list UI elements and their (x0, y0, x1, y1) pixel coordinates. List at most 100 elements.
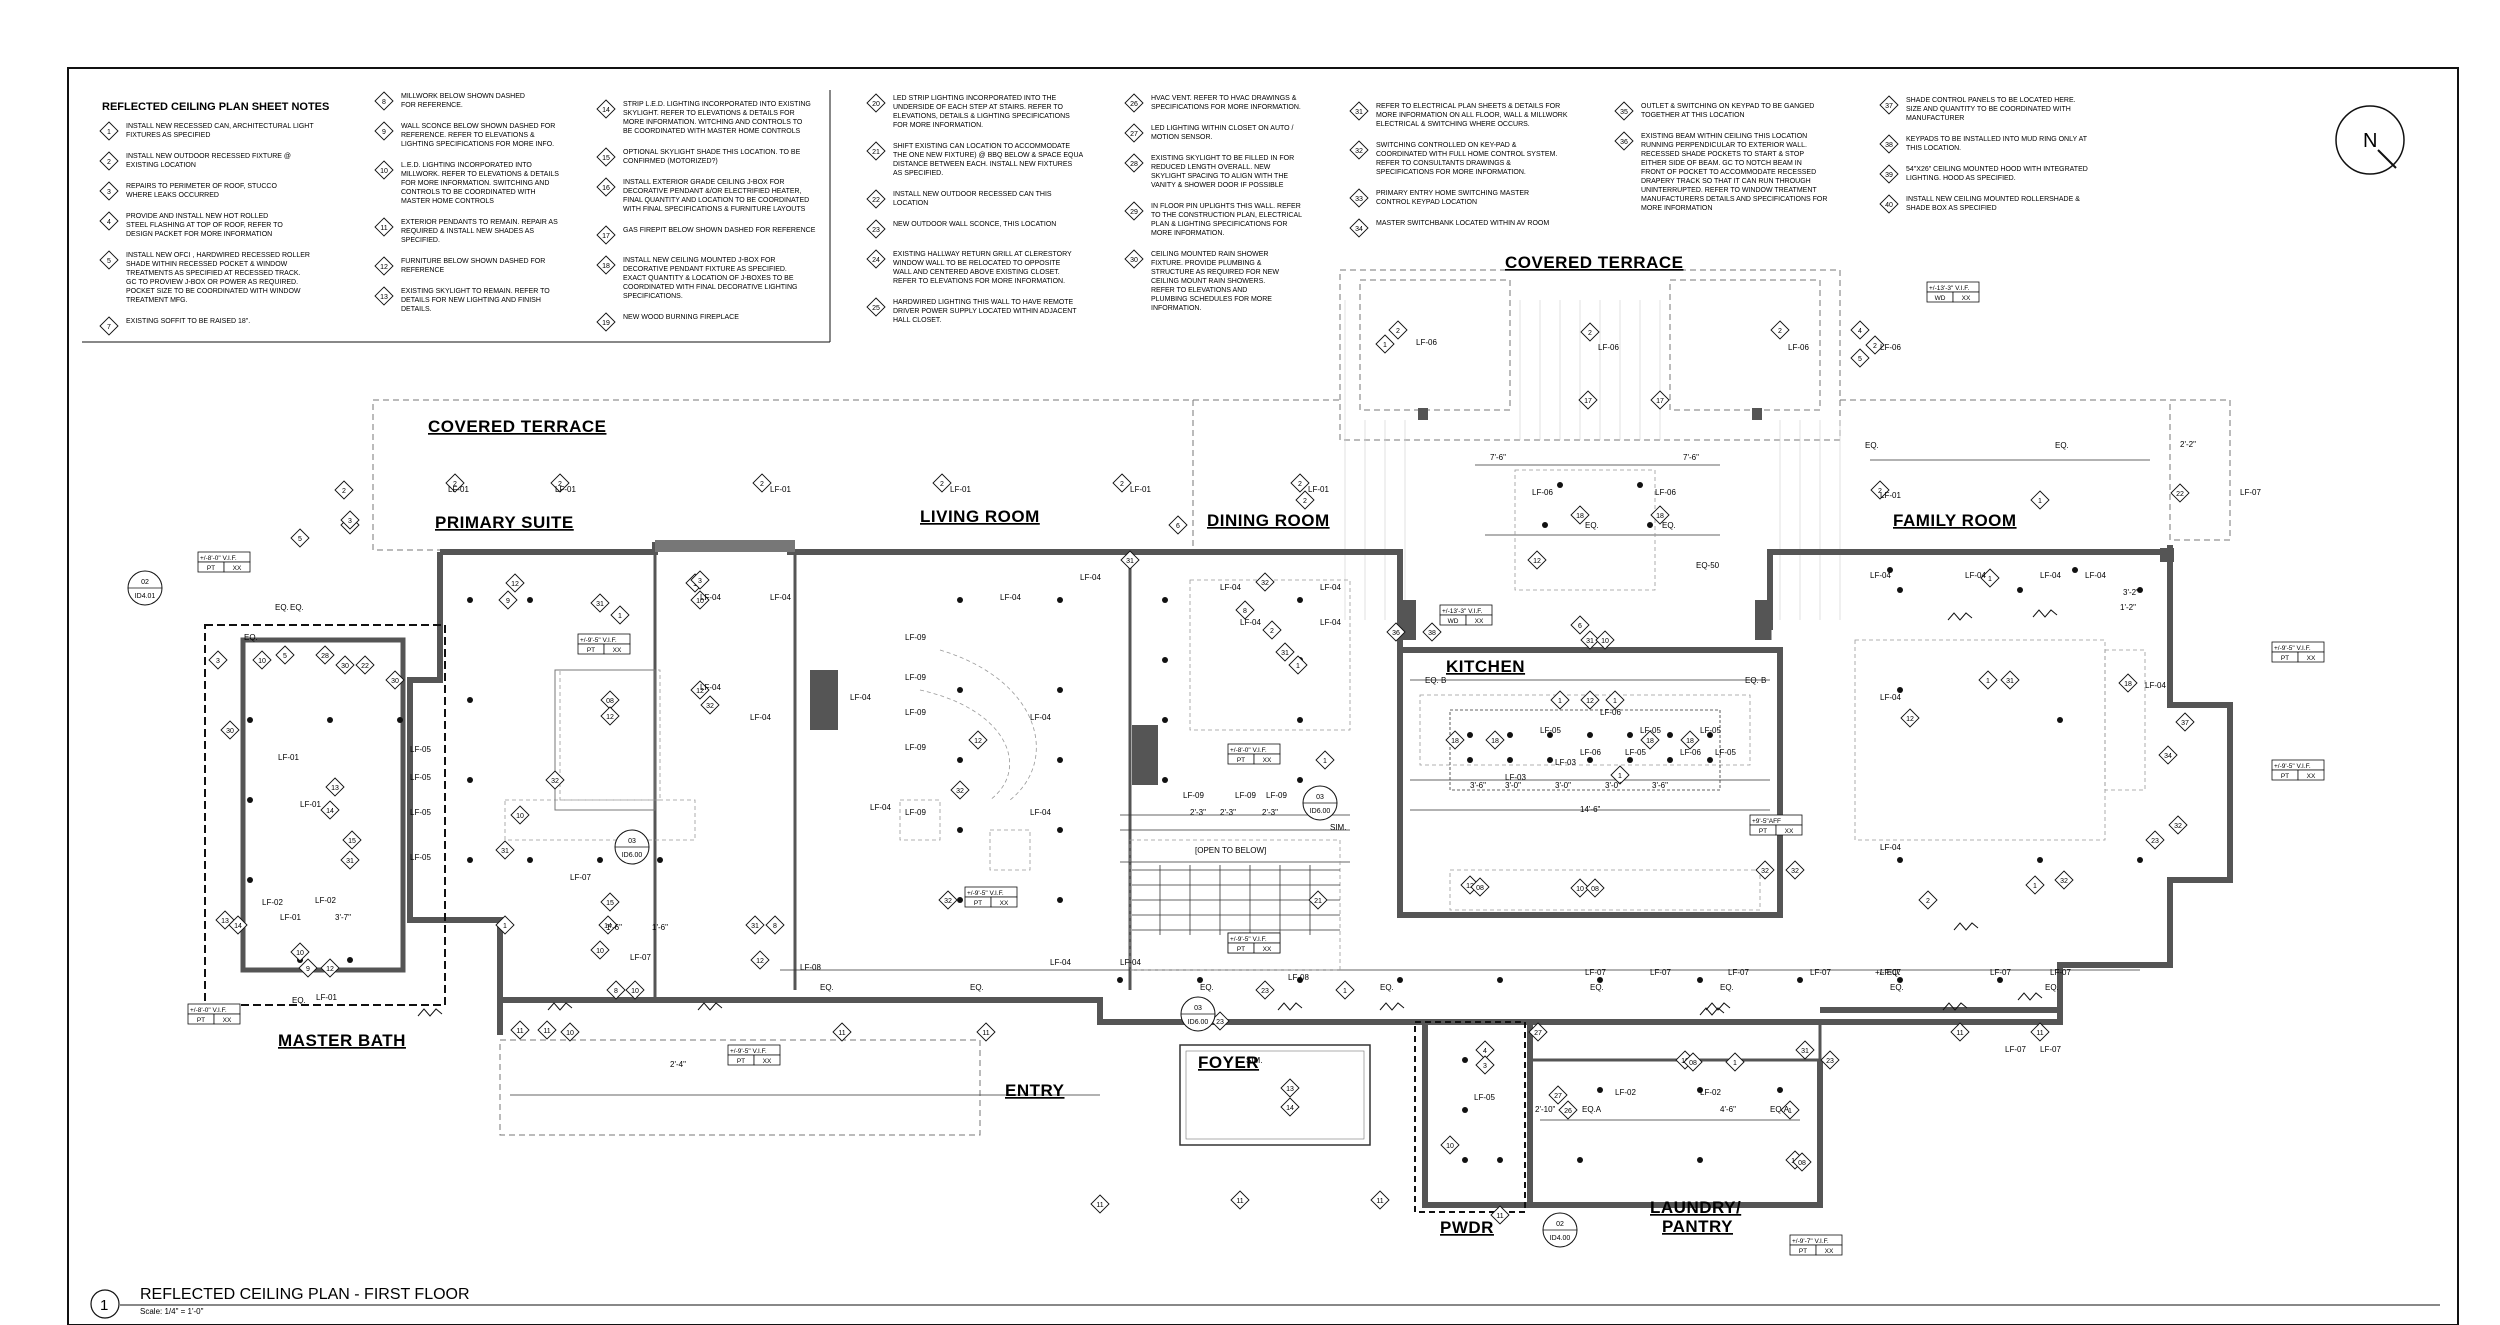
note-text-line: STEEL FLASHING AT TOP OF ROOF, REFER TO (126, 222, 283, 229)
note-text-line: PLAN & LIGHTING SPECIFICATIONS FOR (1151, 221, 1287, 228)
note-text-line: MASTER SWITCHBANK LOCATED WITHIN AV ROOM (1376, 220, 1549, 227)
note-text-line: GAS FIREPIT BELOW SHOWN DASHED FOR REFER… (623, 227, 816, 234)
note-number: 32 (1355, 148, 1363, 155)
note-text-line: MILLWORK. REFER TO ELEVATIONS & DETAILS (401, 171, 559, 178)
note-tag-number: 31 (1801, 1048, 1809, 1055)
note-tag-number: 10 (296, 950, 304, 957)
dimension-label: 1'-2" (2120, 603, 2136, 612)
note-tag: 10 (590, 940, 610, 960)
note-tag-number: 10 (258, 658, 266, 665)
note-tag: 1 (1375, 334, 1395, 354)
fixture-label: LF-04 (1120, 958, 1141, 967)
note-tag-number: 2 (342, 488, 346, 495)
section-reference-number: 02 (1556, 1221, 1564, 1228)
note-text-line: DISTANCE BETWEEN EACH. INSTALL NEW FIXTU… (893, 161, 1073, 168)
recessed-can-icon (247, 877, 253, 883)
dimension-label: EQ-50 (1696, 561, 1720, 570)
drawing-number-bubble (90, 1289, 120, 1319)
note-text-line: DETAILS. (401, 306, 432, 313)
note-text-line: IN FLOOR PIN UPLIGHTS THIS WALL. REFER (1151, 203, 1301, 210)
note-tag: 3 (208, 650, 228, 670)
note-text-line: INSTALL NEW OUTDOOR RECESSED CAN THIS (893, 191, 1052, 198)
note-text-line: COORDINATED WITH FINAL DECORATIVE LIGHTI… (623, 284, 798, 291)
section-reference-number: 02 (141, 579, 149, 586)
recessed-can-icon (1587, 732, 1593, 738)
note-tag-number: 2 (1873, 343, 1877, 350)
fixture-label: LF-01 (300, 800, 321, 809)
ceiling-finish-number: XX (763, 1058, 772, 1065)
recessed-can-icon (2072, 567, 2078, 573)
note-tag-number: 08 (1798, 1160, 1806, 1167)
note-tag-number: 08 (606, 698, 614, 705)
note-number: 37 (1885, 103, 1893, 110)
note-tag-number: 13 (1286, 1086, 1294, 1093)
fixture-label: LF-09 (905, 743, 926, 752)
note-tag-number: 10 (1601, 638, 1609, 645)
note-text-line: FIXTURES AS SPECIFIED (126, 132, 210, 139)
note-text-line: EITHER SIDE OF BEAM. GC TO NOTCH BEAM IN (1641, 160, 1802, 167)
note-tag: 2 (334, 480, 354, 500)
note-tag-number: 2 (1926, 898, 1930, 905)
note-tag-number: 12 (511, 581, 519, 588)
note-text-line: NEW WOOD BURNING FIREPLACE (623, 314, 739, 321)
fixture-label: LF-04 (1880, 843, 1901, 852)
structural-blocks (655, 408, 2174, 785)
note-text-line: ELECTRICAL & SWITCHING WHERE OCCURS. (1376, 121, 1530, 128)
note-tag: 30 (385, 670, 405, 690)
wall-sconce-icon (1953, 922, 1979, 931)
note-tag-number: 1 (1733, 1060, 1737, 1067)
recessed-can-icon (1887, 567, 1893, 573)
fixture-label: LF-07 (2240, 488, 2261, 497)
note-tag: 8 (606, 980, 626, 1000)
note-text-line: MORE INFORMATION ON ALL FLOOR, WALL & MI… (1376, 112, 1568, 119)
ceiling-finish-code: PT (197, 1017, 205, 1024)
fixture-label: LF-05 (1700, 726, 1721, 735)
recessed-can-icon (1707, 732, 1713, 738)
room-label-pwdr: PWDR (1440, 1218, 1494, 1237)
fixture-label: LF-04 (770, 593, 791, 602)
section-reference-sheet: ID6.00 (1310, 808, 1331, 815)
recessed-can-icon (527, 597, 533, 603)
note-tag: 1 (1335, 980, 1355, 1000)
fixture-label: LF-08 (1288, 973, 1309, 982)
ceiling-finish-number: XX (1785, 828, 1794, 835)
dimension-label: EQ. (2045, 983, 2059, 992)
note-tag-number: 27 (1554, 1093, 1562, 1100)
note-tag: 3 (340, 510, 360, 530)
note-tag-number: 3 (1483, 1063, 1487, 1070)
note-tag-number: 9 (506, 598, 510, 605)
recessed-can-icon (1057, 897, 1063, 903)
section-reference-number: 03 (1316, 794, 1324, 801)
ceiling-height-value: +/-9'-5" V.I.F. (967, 890, 1004, 897)
fixture-label: LF-07 (2040, 1045, 2061, 1054)
sheet-notes: REFLECTED CEILING PLAN SHEET NOTES1INSTA… (99, 91, 2088, 336)
note-tag-number: 11 (1956, 1030, 1963, 1037)
note-number: 40 (1885, 202, 1893, 209)
fixture-label: LF-05 (1540, 726, 1561, 735)
note-text-line: WHERE LEAKS OCCURRED (126, 192, 219, 199)
dimension-label: 3'-0" (1555, 781, 1571, 790)
dimension-label: EQ.A (1582, 1105, 1602, 1114)
note-number: 16 (602, 185, 610, 192)
note-tag-number: 4 (1858, 328, 1862, 335)
fixture-label: LF-04 (1880, 693, 1901, 702)
note-tag-number: 08 (1591, 886, 1599, 893)
note-tag: 21 (1308, 890, 1328, 910)
note-tag: 10 (252, 650, 272, 670)
recessed-can-icon (1997, 977, 2003, 983)
note-text-line: REDUCED LENGTH OVERALL. NEW (1151, 164, 1271, 171)
note-text-line: INSTALL NEW OFCI , HARDWIRED RECESSED RO… (126, 252, 310, 259)
note-text-line: DECORATIVE PENDANT FIXTURE AS SPECIFIED. (623, 266, 787, 273)
note-text-line: MILLWORK BELOW SHOWN DASHED (401, 93, 525, 100)
section-reference-sheet: ID4.00 (1550, 1235, 1571, 1242)
note-tag: 1 (495, 915, 515, 935)
note-tag: 17 (1578, 390, 1598, 410)
notes-title: REFLECTED CEILING PLAN SHEET NOTES (102, 101, 329, 113)
note-text-line: REFERENCE. REFER TO ELEVATIONS & (401, 132, 535, 139)
note-tag-number: 31 (596, 601, 604, 608)
note-tag: 18 (1445, 730, 1465, 750)
note-tag-number: 26 (1564, 1108, 1572, 1115)
